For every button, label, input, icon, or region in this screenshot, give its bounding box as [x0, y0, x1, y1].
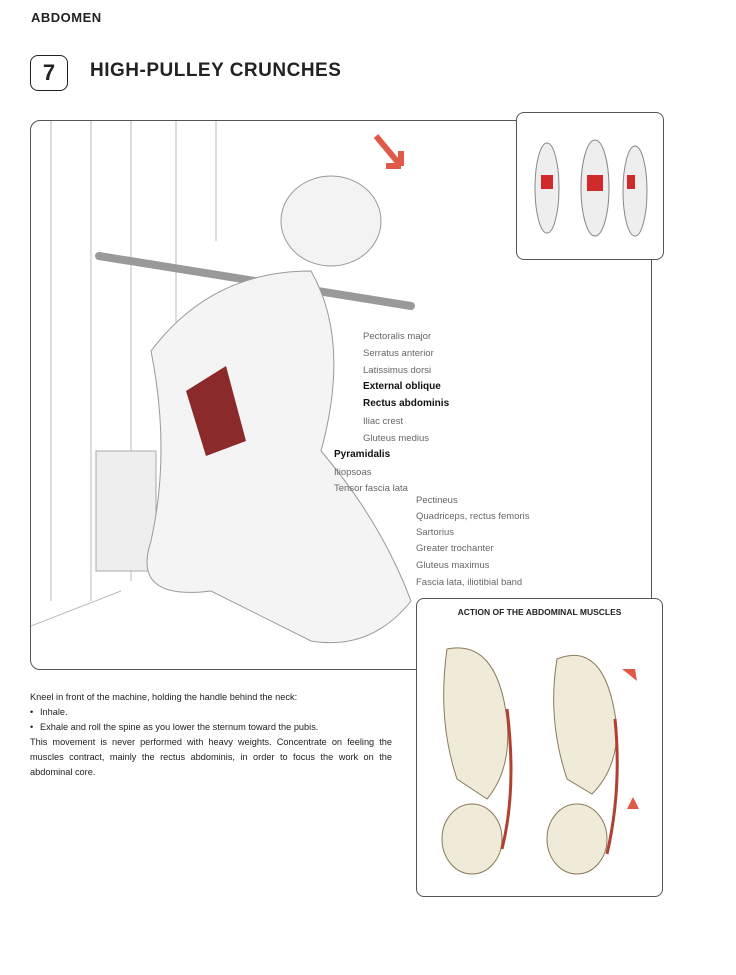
label: Pectoralis major	[363, 331, 432, 342]
section-heading: ABDOMEN	[31, 10, 102, 25]
exercise-number: 7	[30, 55, 68, 91]
main-illustration-frame	[30, 120, 652, 670]
step-item: Exhale and roll the spine as you lower t…	[30, 720, 392, 735]
label: Serratus anterior	[363, 348, 434, 359]
label: Quadriceps, rectus femoris	[416, 511, 530, 522]
label: Greater trochanter	[416, 543, 494, 554]
label: Gluteus medius	[363, 433, 430, 444]
label: External oblique	[363, 381, 441, 392]
inset-title: ACTION OF THE ABDOMINAL MUSCLES	[457, 607, 622, 617]
kneeling-figure-illustration	[30, 121, 415, 644]
skeleton-spine-illustrations	[441, 647, 639, 875]
label: Iliopsoas	[334, 467, 372, 478]
note-text: This movement is never performed with he…	[30, 737, 392, 777]
instructions-text: Kneel in front of the machine, holding t…	[30, 690, 392, 780]
label: Rectus abdominis	[363, 398, 450, 409]
exercise-title: HIGH-PULLEY CRUNCHES	[90, 60, 342, 81]
label: Fascia lata, iliotibial band	[416, 577, 523, 588]
three-body-figures	[534, 139, 648, 237]
label: Gluteus maximus	[416, 560, 490, 571]
intro-text: Kneel in front of the machine, holding t…	[30, 692, 298, 702]
step-item: Inhale.	[30, 705, 392, 720]
label: Tensor fascia lata	[334, 483, 408, 494]
label: Pyramidalis	[334, 449, 391, 460]
label: Sartorius	[416, 527, 455, 538]
label: Latissimus dorsi	[363, 365, 432, 376]
abdominal-action-inset: ACTION OF THE ABDOMINAL MUSCLES	[416, 598, 663, 897]
muscle-location-inset	[516, 112, 664, 260]
label: Pectineus	[416, 495, 458, 506]
label: Iliac crest	[363, 416, 404, 427]
